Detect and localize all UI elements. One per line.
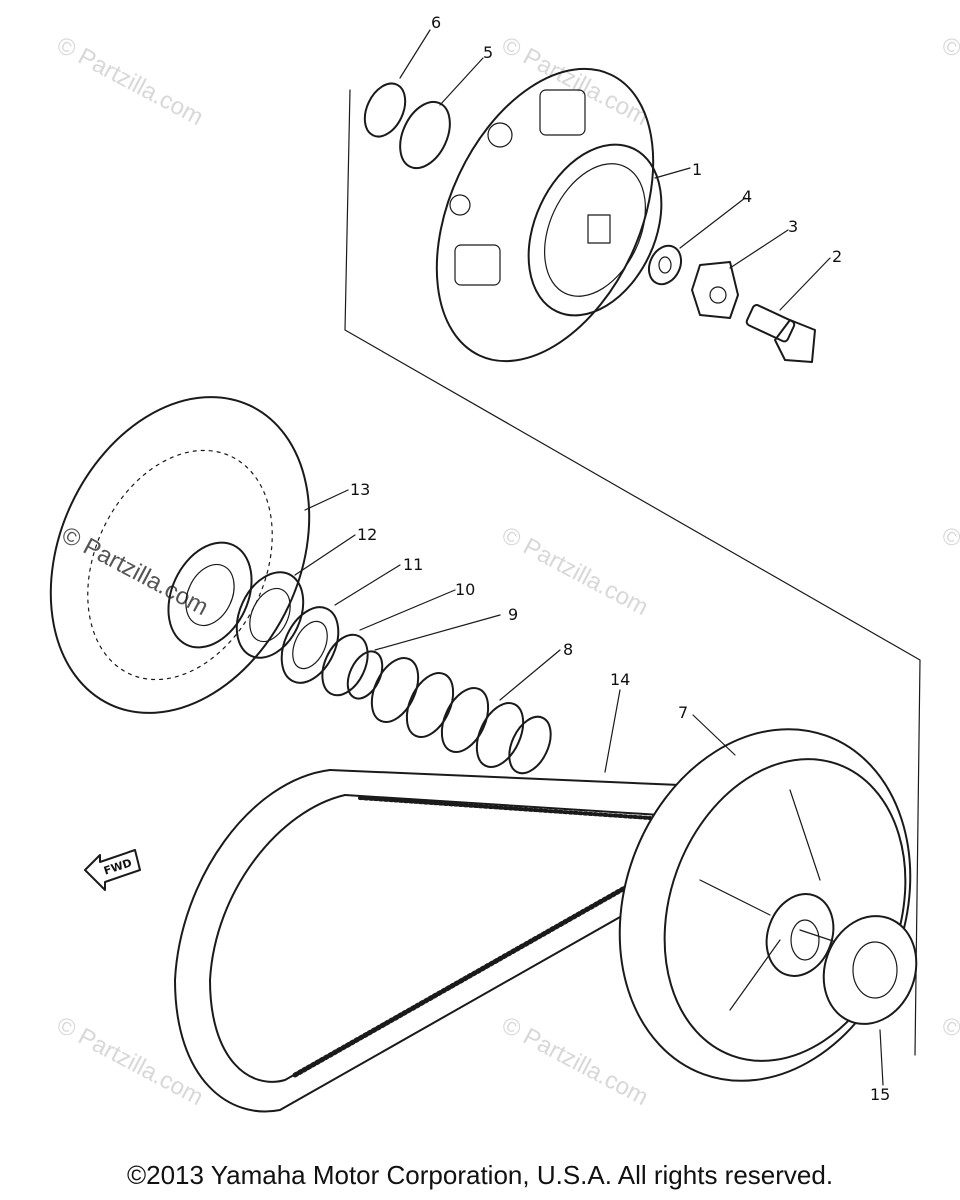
callout-5: 5	[483, 43, 493, 62]
watermark: © Partzilla.com	[937, 1011, 960, 1111]
forward-arrow-icon: FWD	[84, 849, 141, 891]
callout-4: 4	[742, 187, 752, 206]
copyright-notice: ©2013 Yamaha Motor Corporation, U.S.A. A…	[126, 1160, 834, 1190]
watermark: © Partzilla.com	[497, 521, 652, 621]
bolt-part	[745, 304, 816, 363]
callout-8: 8	[563, 640, 573, 659]
callout-14: 14	[610, 670, 630, 689]
watermark: © Partzilla.com	[497, 1011, 652, 1111]
circlip-part	[363, 82, 451, 170]
callout-3: 3	[788, 217, 798, 236]
callout-15: 15	[870, 1085, 890, 1104]
callout-13: 13	[350, 480, 370, 499]
movable-sheave-part	[49, 396, 311, 714]
collar-15-part	[822, 915, 918, 1025]
lock-washer-part	[691, 261, 739, 319]
fixed-sheave-part	[435, 67, 663, 363]
callout-12: 12	[357, 525, 377, 544]
leader-lines	[294, 29, 884, 1086]
watermark: © Partzilla.com	[52, 31, 207, 131]
washer-part	[647, 244, 683, 286]
spacer-part	[321, 633, 384, 700]
callout-labels: 1 2 3 4 5 6 7 8 9 10 11 12 13 14 15	[350, 13, 890, 1104]
callout-10: 10	[455, 580, 475, 599]
watermark: © Partzilla.com	[57, 521, 212, 621]
watermark: © Partzilla.com	[497, 31, 652, 131]
watermark: © Partzilla.com	[937, 521, 960, 621]
spring-part	[370, 657, 552, 775]
callout-11: 11	[403, 555, 423, 574]
watermark: © Partzilla.com	[937, 31, 960, 131]
callout-7: 7	[678, 703, 688, 722]
callout-1: 1	[692, 160, 702, 179]
assembly-boundary	[344, 89, 921, 1056]
bearing-part	[235, 571, 305, 659]
callout-6: 6	[431, 13, 441, 32]
watermark: © Partzilla.com	[52, 1011, 207, 1111]
secondary-sheave-part	[618, 728, 912, 1082]
callout-9: 9	[508, 605, 518, 624]
drive-belt-part	[174, 769, 681, 1113]
collar-part	[280, 606, 340, 684]
callout-2: 2	[832, 247, 842, 266]
